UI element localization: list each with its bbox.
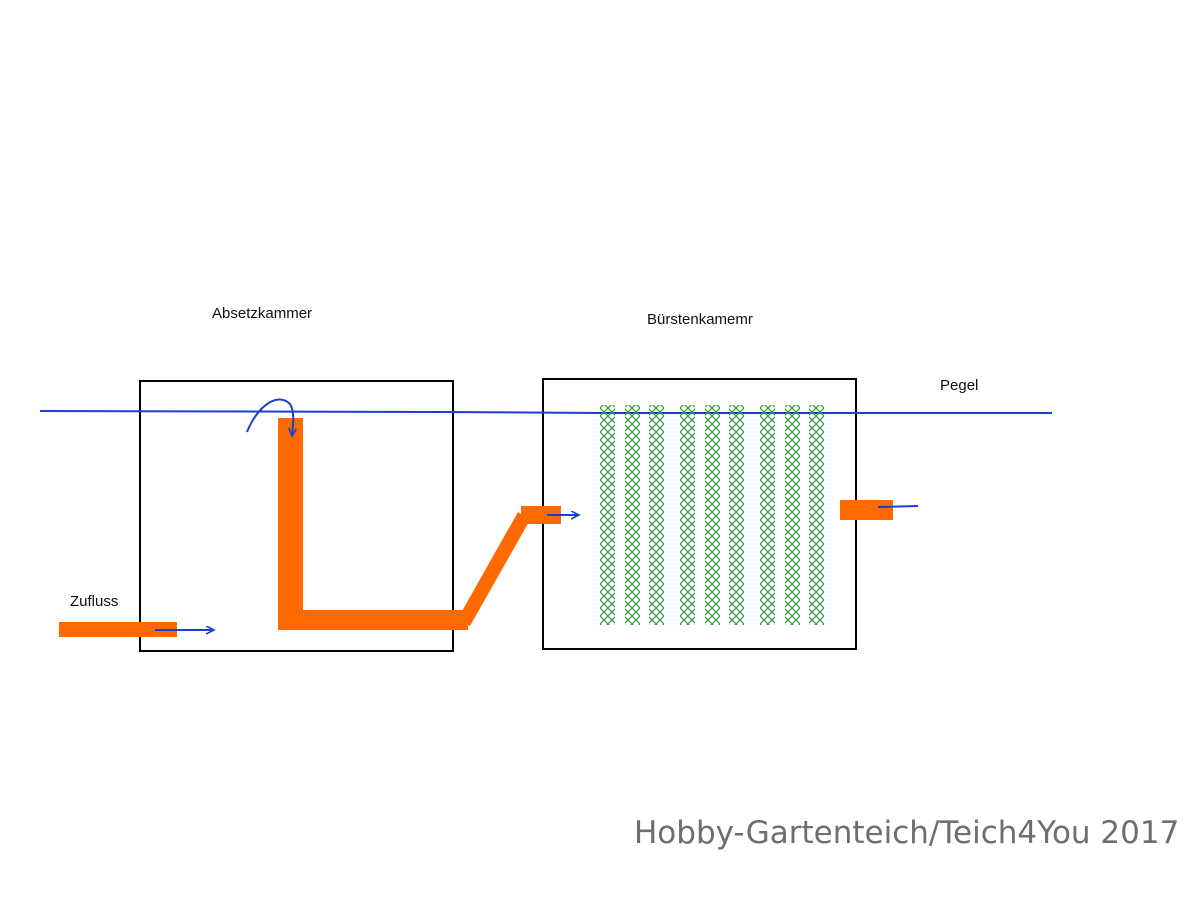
outflow-pipe <box>840 500 893 520</box>
brush-4 <box>680 405 695 625</box>
brush-1 <box>600 405 615 625</box>
connecting-pipe-diagonal <box>457 512 530 626</box>
brush-8 <box>785 405 800 625</box>
inflow-label: Zufluss <box>70 593 119 610</box>
water-level-label: Pegel <box>940 377 979 394</box>
brush-chamber-label: Bürstenkamemr <box>647 311 753 328</box>
connecting-pipe-inlet <box>521 506 561 524</box>
brush-9 <box>809 405 824 625</box>
riser-pipe-horizontal <box>278 610 468 630</box>
outflow-line <box>877 505 919 508</box>
overflow-arrow <box>246 398 293 436</box>
brush-2 <box>625 405 640 625</box>
brush-3 <box>649 405 664 625</box>
watermark-text: Hobby-Gartenteich/Teich4You 2017 <box>634 815 1180 851</box>
settling-chamber-box <box>139 380 454 652</box>
inflow-pipe <box>59 622 177 637</box>
brush-7 <box>760 405 775 625</box>
brush-group <box>600 405 824 625</box>
brush-6 <box>729 405 744 625</box>
riser-pipe-vertical <box>278 418 303 630</box>
settling-chamber-label: Absetzkammer <box>212 305 313 322</box>
water-level-line <box>39 410 1052 414</box>
brush-5 <box>705 405 720 625</box>
